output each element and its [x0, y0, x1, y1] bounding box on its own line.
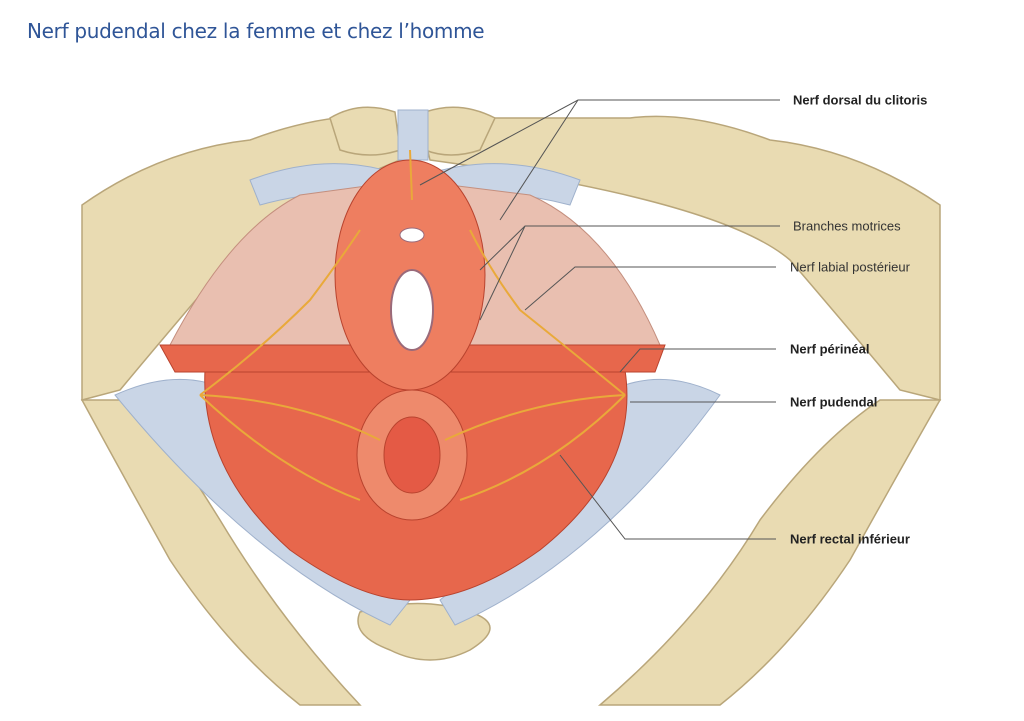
label-nerf-pudendal: Nerf pudendal — [790, 394, 878, 410]
nerves — [199, 149, 626, 501]
anus — [383, 416, 441, 494]
vaginal-orifice — [390, 269, 434, 351]
label-branches-motrices: Branches motrices — [793, 218, 901, 234]
label-nerf-labial-posterieur: Nerf labial postérieur — [790, 259, 910, 275]
leader-lines — [419, 99, 780, 540]
label-nerf-perineal: Nerf périnéal — [790, 341, 870, 357]
label-nerf-rectal-inferieur: Nerf rectal inférieur — [790, 531, 910, 547]
page-title: Nerf pudendal chez la femme et chez l’ho… — [27, 19, 485, 43]
urethral-orifice — [399, 227, 425, 243]
label-nerf-dorsal-du-clitoris: Nerf dorsal du clitoris — [793, 92, 928, 108]
